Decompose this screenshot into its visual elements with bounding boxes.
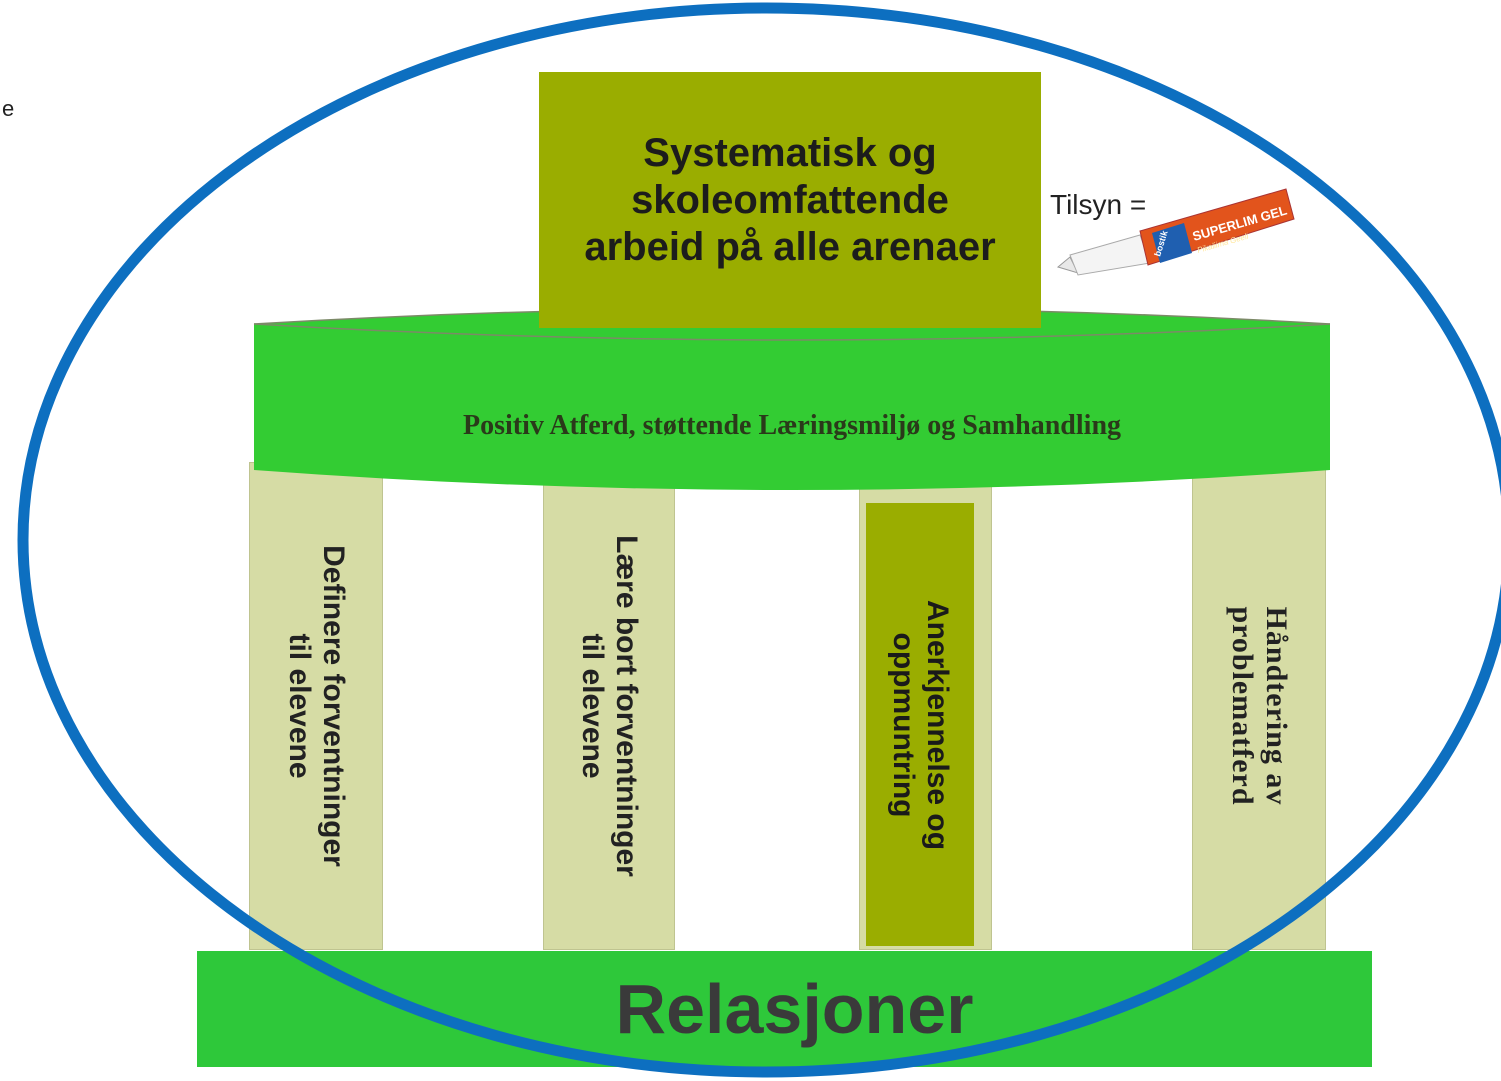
pillar-1-line-2: til elevene — [283, 633, 316, 779]
roof-label: Positiv Atferd, støttende Læringsmiljø o… — [462, 410, 1122, 441]
supervision-note: bostik SUPERLIM GEL Pikaliima Geeli Tils… — [1050, 175, 1300, 285]
pillar-4-line-2: problematferd — [1226, 606, 1259, 806]
stray-text: e — [2, 96, 15, 121]
foundation-label: Relasjoner — [615, 970, 974, 1048]
top-box: Systematisk og skoleomfattende arbeid på… — [539, 72, 1041, 328]
foundation-beam: Relasjoner — [197, 951, 1372, 1067]
pillar-problem-behavior: Håndtering av problematferd — [1192, 462, 1326, 950]
roof-disk — [253, 307, 1331, 490]
pillar-4-line-1: Håndtering av — [1260, 606, 1293, 806]
pillar-3-line-1: Anerkjennelse og — [921, 599, 954, 850]
pillar-1-line-1: Definere forventninger — [317, 545, 350, 867]
top-box-label: Systematisk og skoleomfattende arbeid på… — [584, 130, 996, 269]
pillar-3-line-2: oppmuntring — [887, 632, 920, 817]
pillar-recognition: Anerkjennelse og oppmuntring — [866, 503, 974, 946]
pillar-2-line-1: Lære bort forventninger — [610, 535, 643, 877]
pillar-teach-expectations: Lære bort forventninger til elevene — [543, 462, 675, 950]
pillar-define-expectations: Definere forventninger til elevene — [249, 462, 383, 950]
pillar-2-line-2: til elevene — [576, 633, 609, 779]
supervision-label: Tilsyn = — [1050, 189, 1147, 220]
